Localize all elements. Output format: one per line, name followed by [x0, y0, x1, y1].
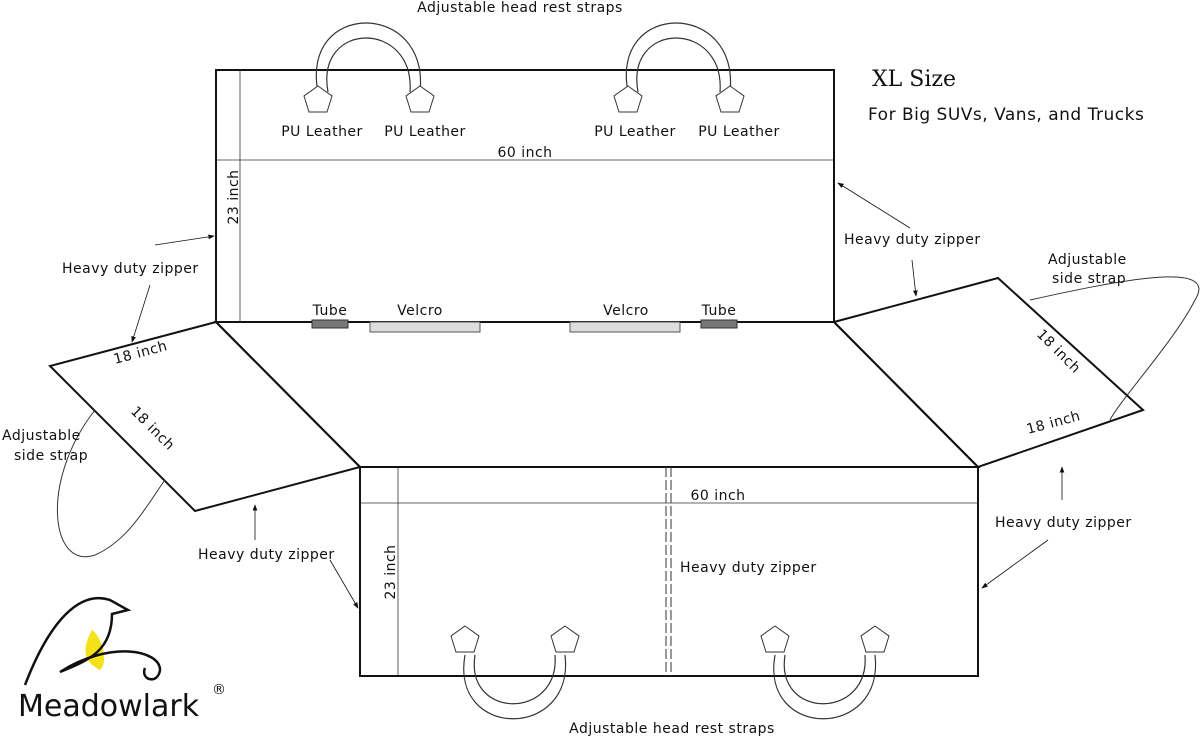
- width-dimension-top: 60 inch: [497, 145, 552, 161]
- side-strap-label: Adjustable: [1048, 252, 1127, 268]
- tube-strip: [700, 319, 738, 329]
- side-strap-left: [57, 409, 166, 558]
- velcro-label: Velcro: [397, 303, 443, 319]
- left-flap: [48, 320, 362, 513]
- side-strap-label: side strap: [14, 448, 88, 464]
- size-subtitle: For Big SUVs, Vans, and Trucks: [868, 105, 1144, 125]
- center-zipper-line: [665, 467, 672, 676]
- velcro-strip: [569, 321, 681, 333]
- side-strap-label: side strap: [1052, 271, 1126, 287]
- tube-strip: [311, 319, 349, 329]
- side-strap-right: [1029, 276, 1200, 421]
- pu-leather-label: PU Leather: [281, 124, 363, 140]
- brand-name: Meadowlark: [18, 689, 200, 724]
- zipper-label: Heavy duty zipper: [680, 560, 817, 576]
- tube-label: Tube: [312, 303, 348, 319]
- height-dimension-top: 23 inch: [226, 169, 242, 224]
- pu-leather-label: PU Leather: [698, 124, 780, 140]
- velcro-strip: [369, 321, 481, 333]
- headrest-strap-bottom: [463, 654, 877, 720]
- width-dimension-bottom: 60 inch: [690, 488, 745, 504]
- size-title: XL Size: [872, 67, 956, 92]
- height-dimension-bottom: 23 inch: [383, 544, 399, 599]
- zipper-callout-arrows: [131, 182, 1065, 609]
- pu-leather-tabs-top: [303, 85, 745, 113]
- pu-leather-label: PU Leather: [594, 124, 676, 140]
- front-panel: [359, 466, 979, 677]
- registered-mark: ®: [212, 682, 226, 698]
- zipper-label: Heavy duty zipper: [198, 547, 335, 563]
- zipper-label: Heavy duty zipper: [995, 515, 1132, 531]
- tube-label: Tube: [701, 303, 737, 319]
- headrest-straps-label-top: Adjustable head rest straps: [417, 0, 623, 16]
- flap-dimension: 18 inch: [127, 404, 177, 454]
- zipper-label: Heavy duty zipper: [844, 232, 981, 248]
- meadowlark-logo: Meadowlark ®: [18, 597, 226, 724]
- seat-panel: [213, 321, 981, 468]
- headrest-straps-label-bottom: Adjustable head rest straps: [569, 721, 775, 737]
- right-flap: [832, 276, 1145, 469]
- velcro-label: Velcro: [603, 303, 649, 319]
- pu-leather-tabs-bottom: [450, 625, 890, 653]
- headrest-strap-top: [315, 22, 732, 93]
- zipper-label: Heavy duty zipper: [62, 261, 199, 277]
- pu-leather-label: PU Leather: [384, 124, 466, 140]
- side-strap-label: Adjustable: [2, 428, 81, 444]
